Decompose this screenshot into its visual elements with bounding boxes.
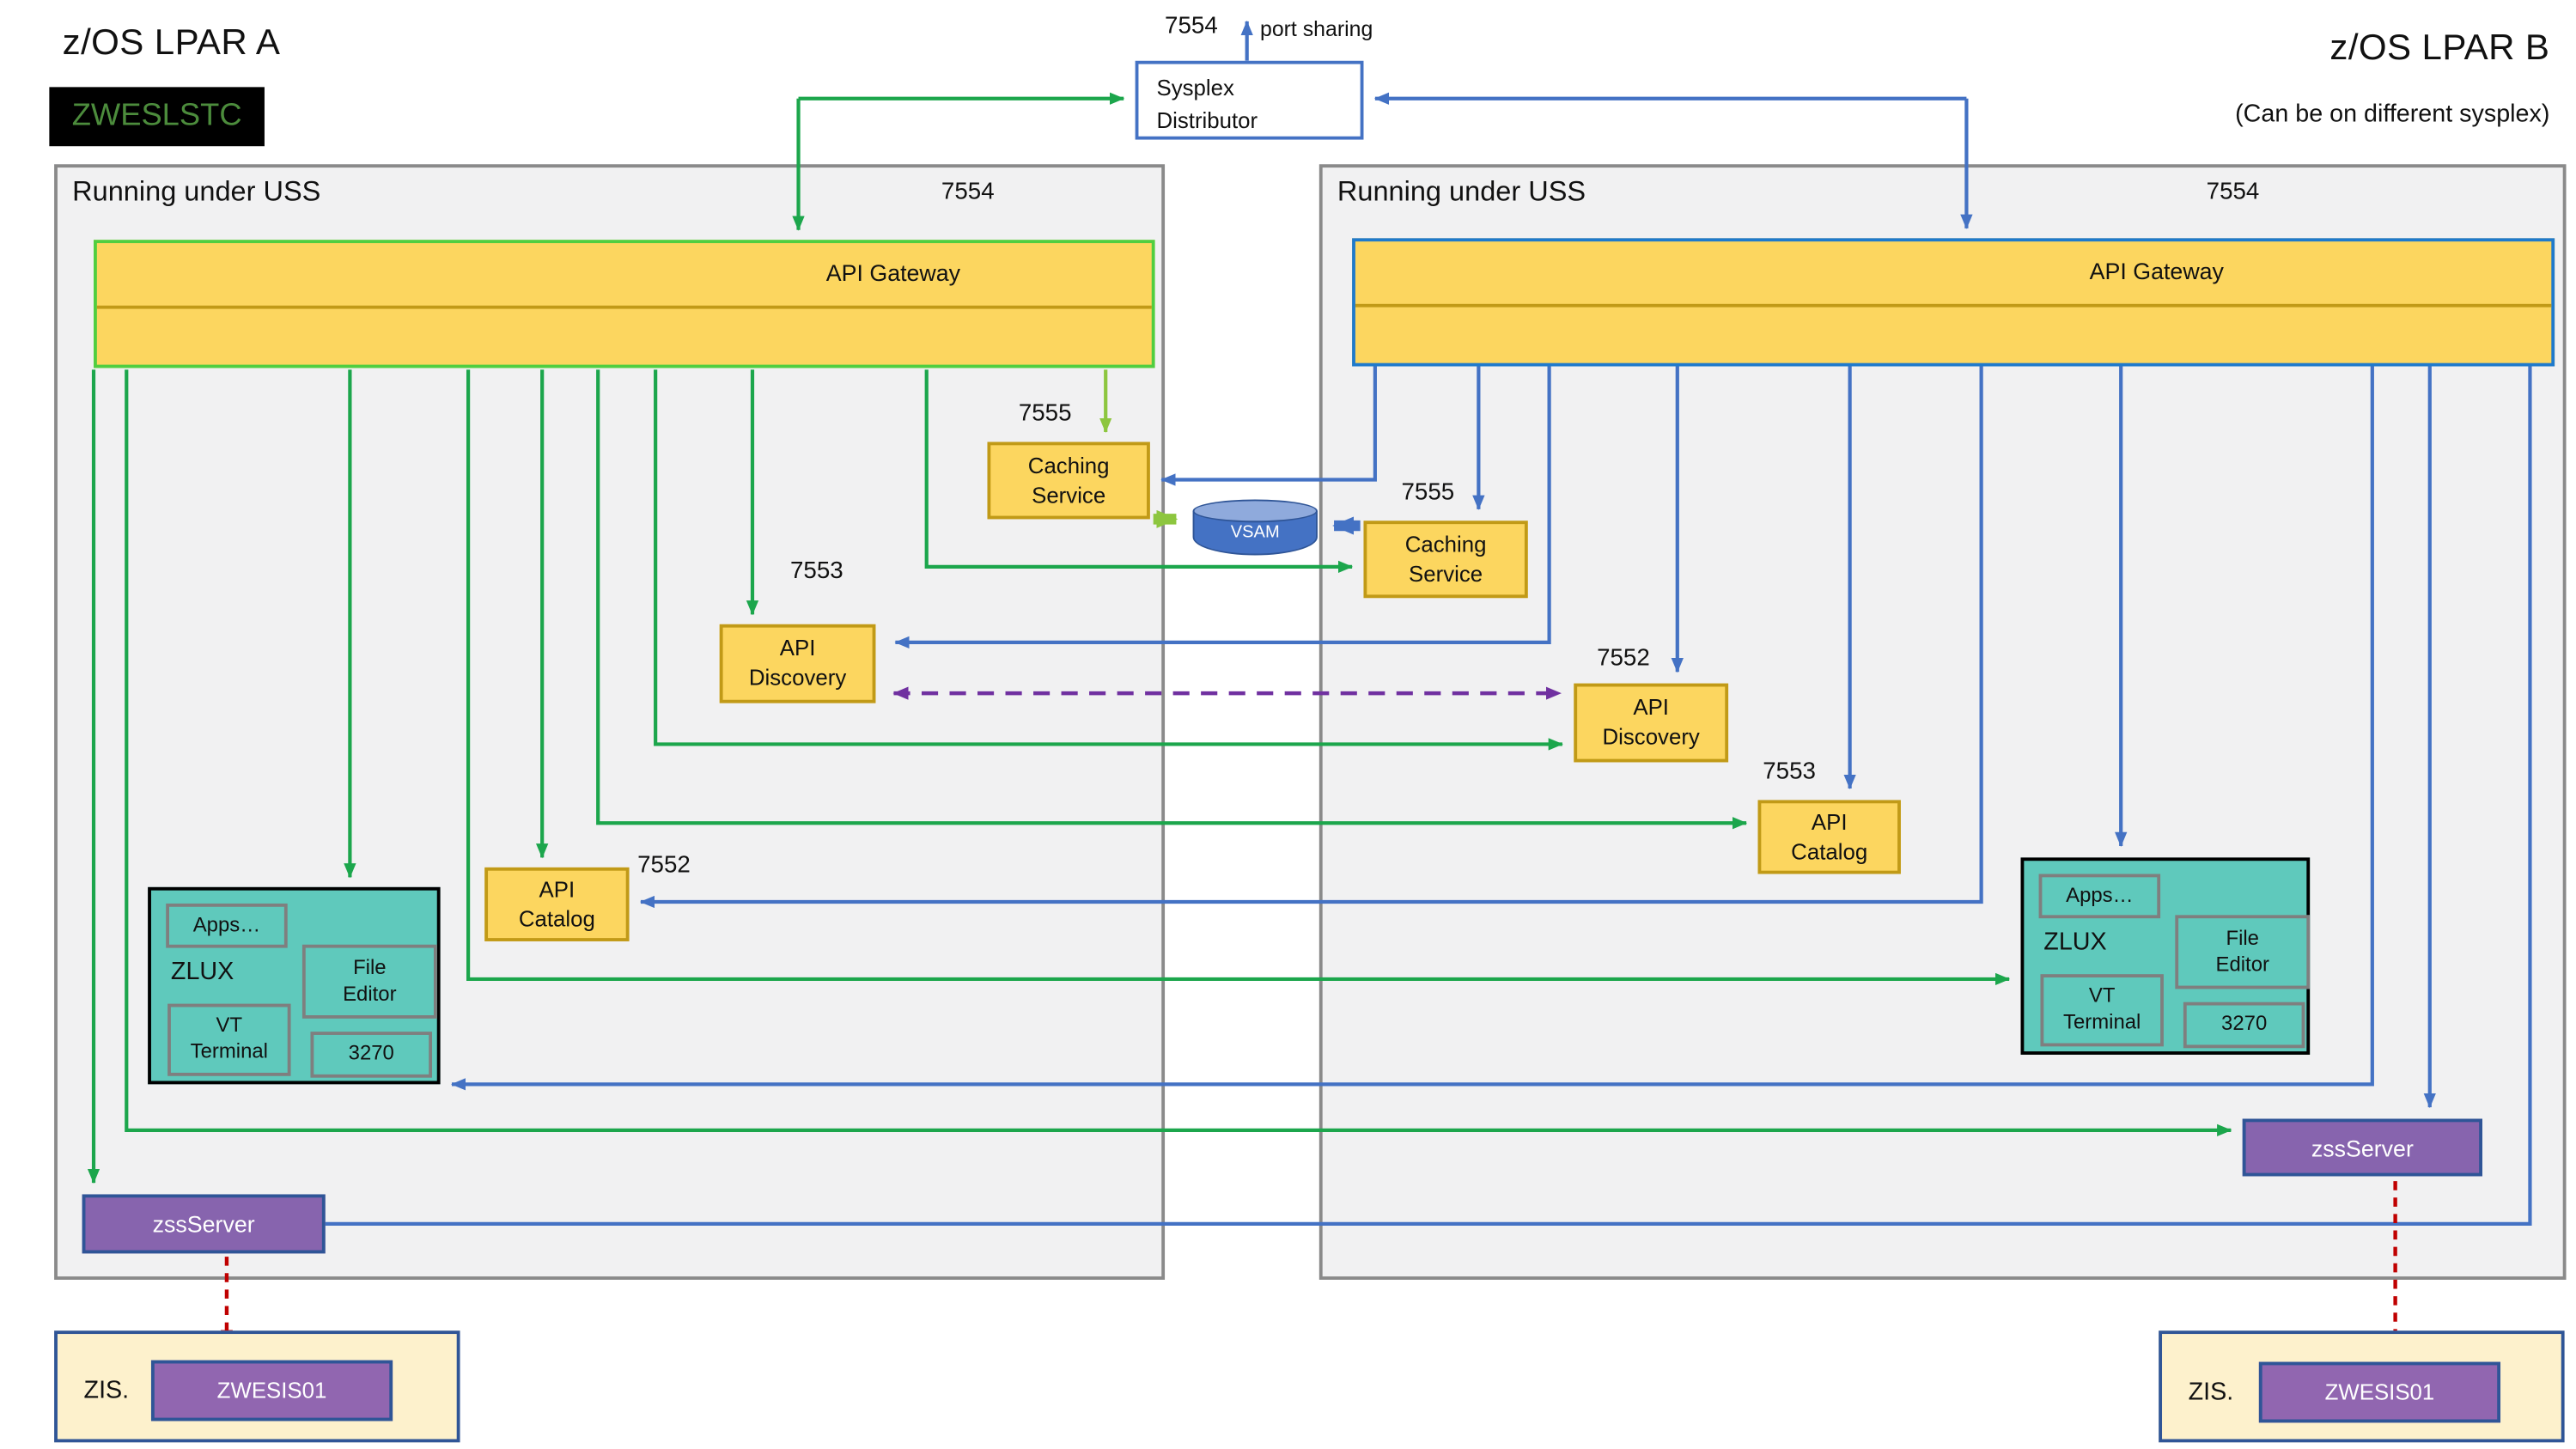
sysplex-port: 7554 xyxy=(1165,13,1218,40)
arrow-gateway-a-to-zlux-b xyxy=(466,369,2011,986)
zlux-b-3270: 3270 xyxy=(2183,1002,2305,1049)
api-gateway-b: API Gateway xyxy=(1352,238,2555,367)
zlux-b-apps: Apps… xyxy=(2038,874,2161,919)
zis-a: ZIS. ZWESIS01 xyxy=(54,1330,460,1443)
gateway-a-divider xyxy=(96,305,1152,309)
caching-port-b: 7555 xyxy=(1401,479,1455,507)
zlux-a-label: ZLUX xyxy=(170,958,234,986)
arrow-gateway-a-to-caching-b xyxy=(924,369,1354,574)
sysplex-distributor-box: Sysplex Distributor xyxy=(1135,60,1364,140)
lpar-a-title: z/OS LPAR A xyxy=(62,21,281,63)
zlux-b-file-editor: File Editor xyxy=(2175,915,2311,989)
zss-server-a: zssServer xyxy=(82,1194,326,1254)
arrow-gateway-b-to-caching-a xyxy=(1160,366,1377,486)
zlux-b-label: ZLUX xyxy=(2043,928,2107,957)
gateway-b-label: API Gateway xyxy=(2089,258,2224,284)
zlux-a-apps: Apps… xyxy=(166,903,288,948)
sysplex-port-note: port sharing xyxy=(1259,16,1373,41)
zlux-b: Apps… ZLUX File Editor VT Terminal 3270 xyxy=(2020,857,2311,1055)
uss-label-a: Running under USS xyxy=(72,175,321,207)
gateway-port-a: 7554 xyxy=(941,179,995,206)
vsam-label: VSAM xyxy=(1230,522,1280,543)
gateway-port-b: 7554 xyxy=(2206,179,2260,206)
lpar-b-subtitle: (Can be on different sysplex) xyxy=(2235,100,2550,129)
arrow-gateway-b-to-catalog-a xyxy=(639,366,1983,909)
uss-label-b: Running under USS xyxy=(1337,175,1586,207)
lpar-b-title: z/OS LPAR B xyxy=(2329,26,2550,68)
api-catalog-b: API Catalog xyxy=(1757,800,1901,874)
zlux-a-3270: 3270 xyxy=(310,1032,433,1078)
line-gateway-b-to-zss-a xyxy=(325,366,2532,1227)
vsam-cylinder-top xyxy=(1192,499,1318,523)
catalog-port-b: 7553 xyxy=(1763,758,1816,786)
caching-service-b: Caching Service xyxy=(1363,521,1528,599)
zss-server-b: zssServer xyxy=(2242,1118,2482,1177)
arrow-gateway-a-to-zss-b xyxy=(125,369,2232,1137)
caching-port-a: 7555 xyxy=(1018,400,1072,428)
zis-b-label: ZIS. xyxy=(2188,1378,2234,1407)
gateway-b-divider xyxy=(1355,303,2552,307)
arrow-gateway-b-to-discovery-a xyxy=(894,366,1551,649)
gateway-a-label: API Gateway xyxy=(825,259,961,286)
arrow-gateway-a-to-discovery-b xyxy=(654,369,1563,751)
zlux-a-file-editor: File Editor xyxy=(301,944,437,1019)
catalog-port-a: 7552 xyxy=(637,852,691,880)
arrow-gateway-b-to-zlux-a xyxy=(451,366,2374,1091)
api-discovery-a: API Discovery xyxy=(719,624,876,703)
zwesis01-b: ZWESIS01 xyxy=(2258,1361,2501,1423)
api-discovery-b: API Discovery xyxy=(1574,683,1729,763)
discovery-port-b: 7552 xyxy=(1597,645,1650,673)
zis-a-label: ZIS. xyxy=(83,1376,130,1405)
zlux-a: Apps… ZLUX File Editor VT Terminal 3270 xyxy=(148,886,441,1085)
discovery-port-a: 7553 xyxy=(789,558,843,585)
lpar-a-badge: ZWESLSTC xyxy=(49,87,265,147)
zis-b: ZIS. ZWESIS01 xyxy=(2159,1330,2565,1443)
caching-service-a: Caching Service xyxy=(987,441,1150,520)
zwesis01-a: ZWESIS01 xyxy=(150,1360,393,1422)
zlux-b-vt-terminal: VT Terminal xyxy=(2040,974,2164,1047)
arrow-gateway-a-to-catalog-b xyxy=(596,369,1748,830)
api-catalog-a: API Catalog xyxy=(484,867,630,941)
zlux-a-vt-terminal: VT Terminal xyxy=(167,1003,291,1076)
api-gateway-a: API Gateway xyxy=(94,240,1155,368)
